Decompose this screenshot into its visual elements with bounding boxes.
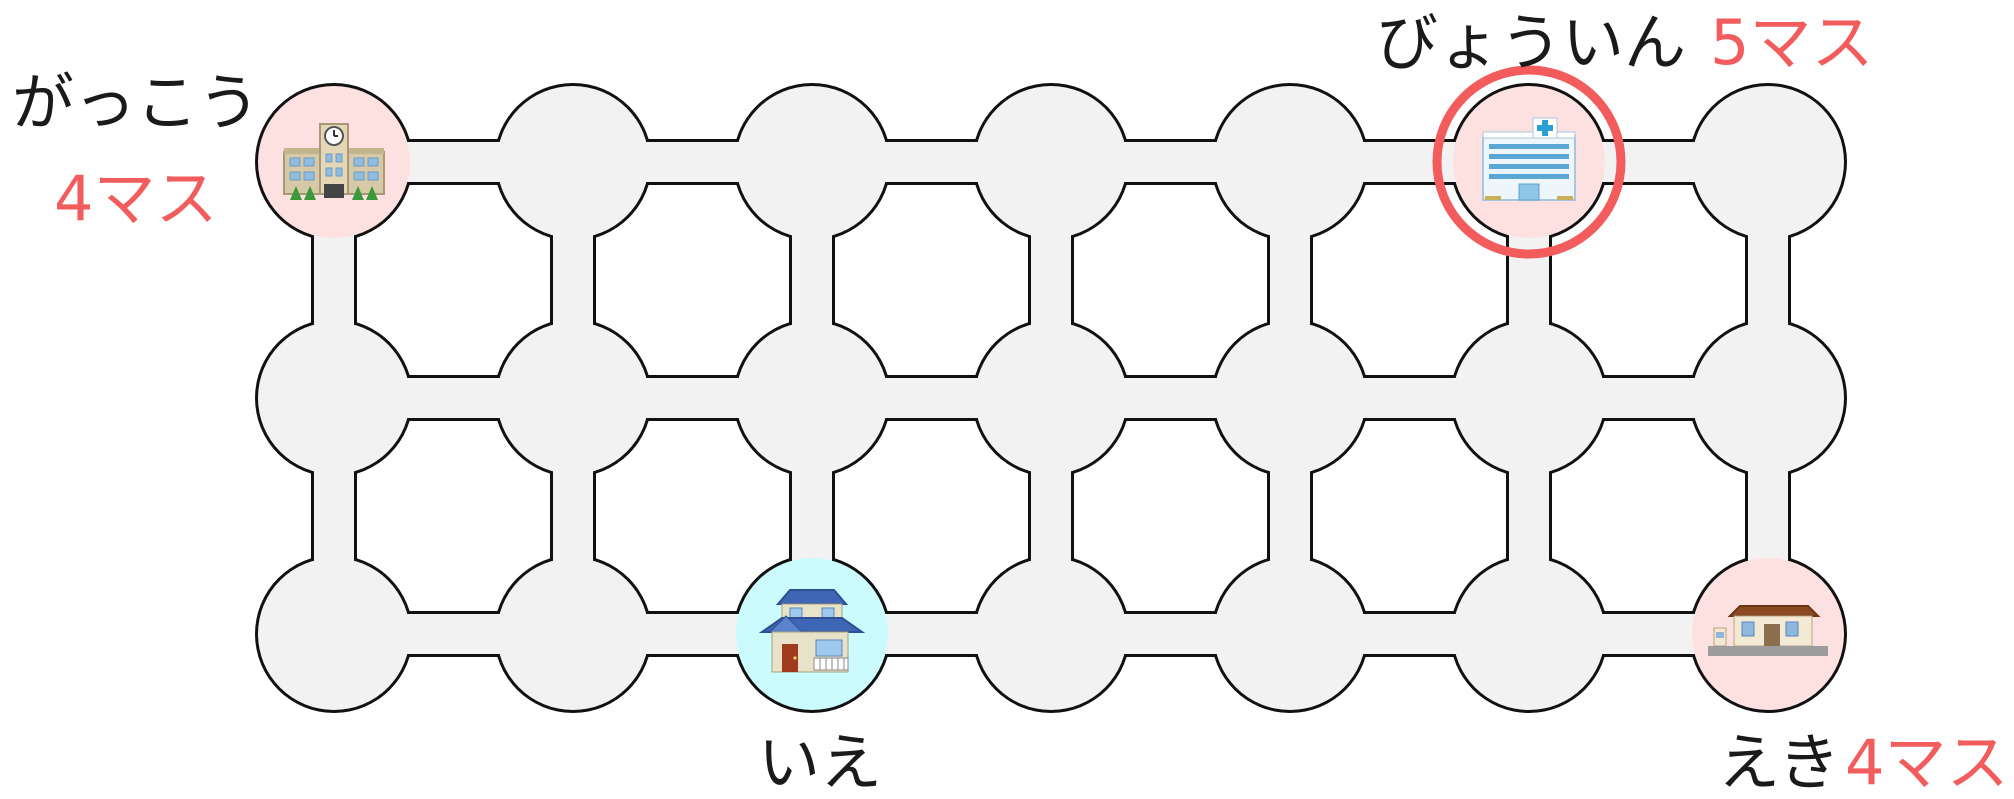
grid-node [497, 86, 649, 238]
grid-node [258, 322, 410, 474]
hospital-distance: 5マス [1710, 6, 1874, 79]
grid-node [1692, 86, 1844, 238]
grid-node [258, 558, 410, 710]
grid-node [1692, 322, 1844, 474]
grid-node [1214, 322, 1366, 474]
station-distance: 4マス [1845, 726, 2009, 799]
grid-node [1453, 322, 1605, 474]
station-label: えき [1718, 726, 1841, 799]
highlight-ring [1432, 65, 1626, 259]
school-label: がっこう [12, 66, 261, 139]
grid-node [736, 322, 888, 474]
grid-node [497, 558, 649, 710]
grid-node [975, 322, 1127, 474]
grid-node [1214, 86, 1366, 238]
grid-node [1453, 558, 1605, 710]
grid-node [1214, 558, 1366, 710]
school-distance: 4マス [54, 162, 218, 235]
grid-node [736, 86, 888, 238]
hospital-label: びょういん [1376, 6, 1687, 79]
home-label: いえ [758, 726, 883, 799]
grid-node [975, 86, 1127, 238]
grid-node [497, 322, 649, 474]
grid-node [975, 558, 1127, 710]
